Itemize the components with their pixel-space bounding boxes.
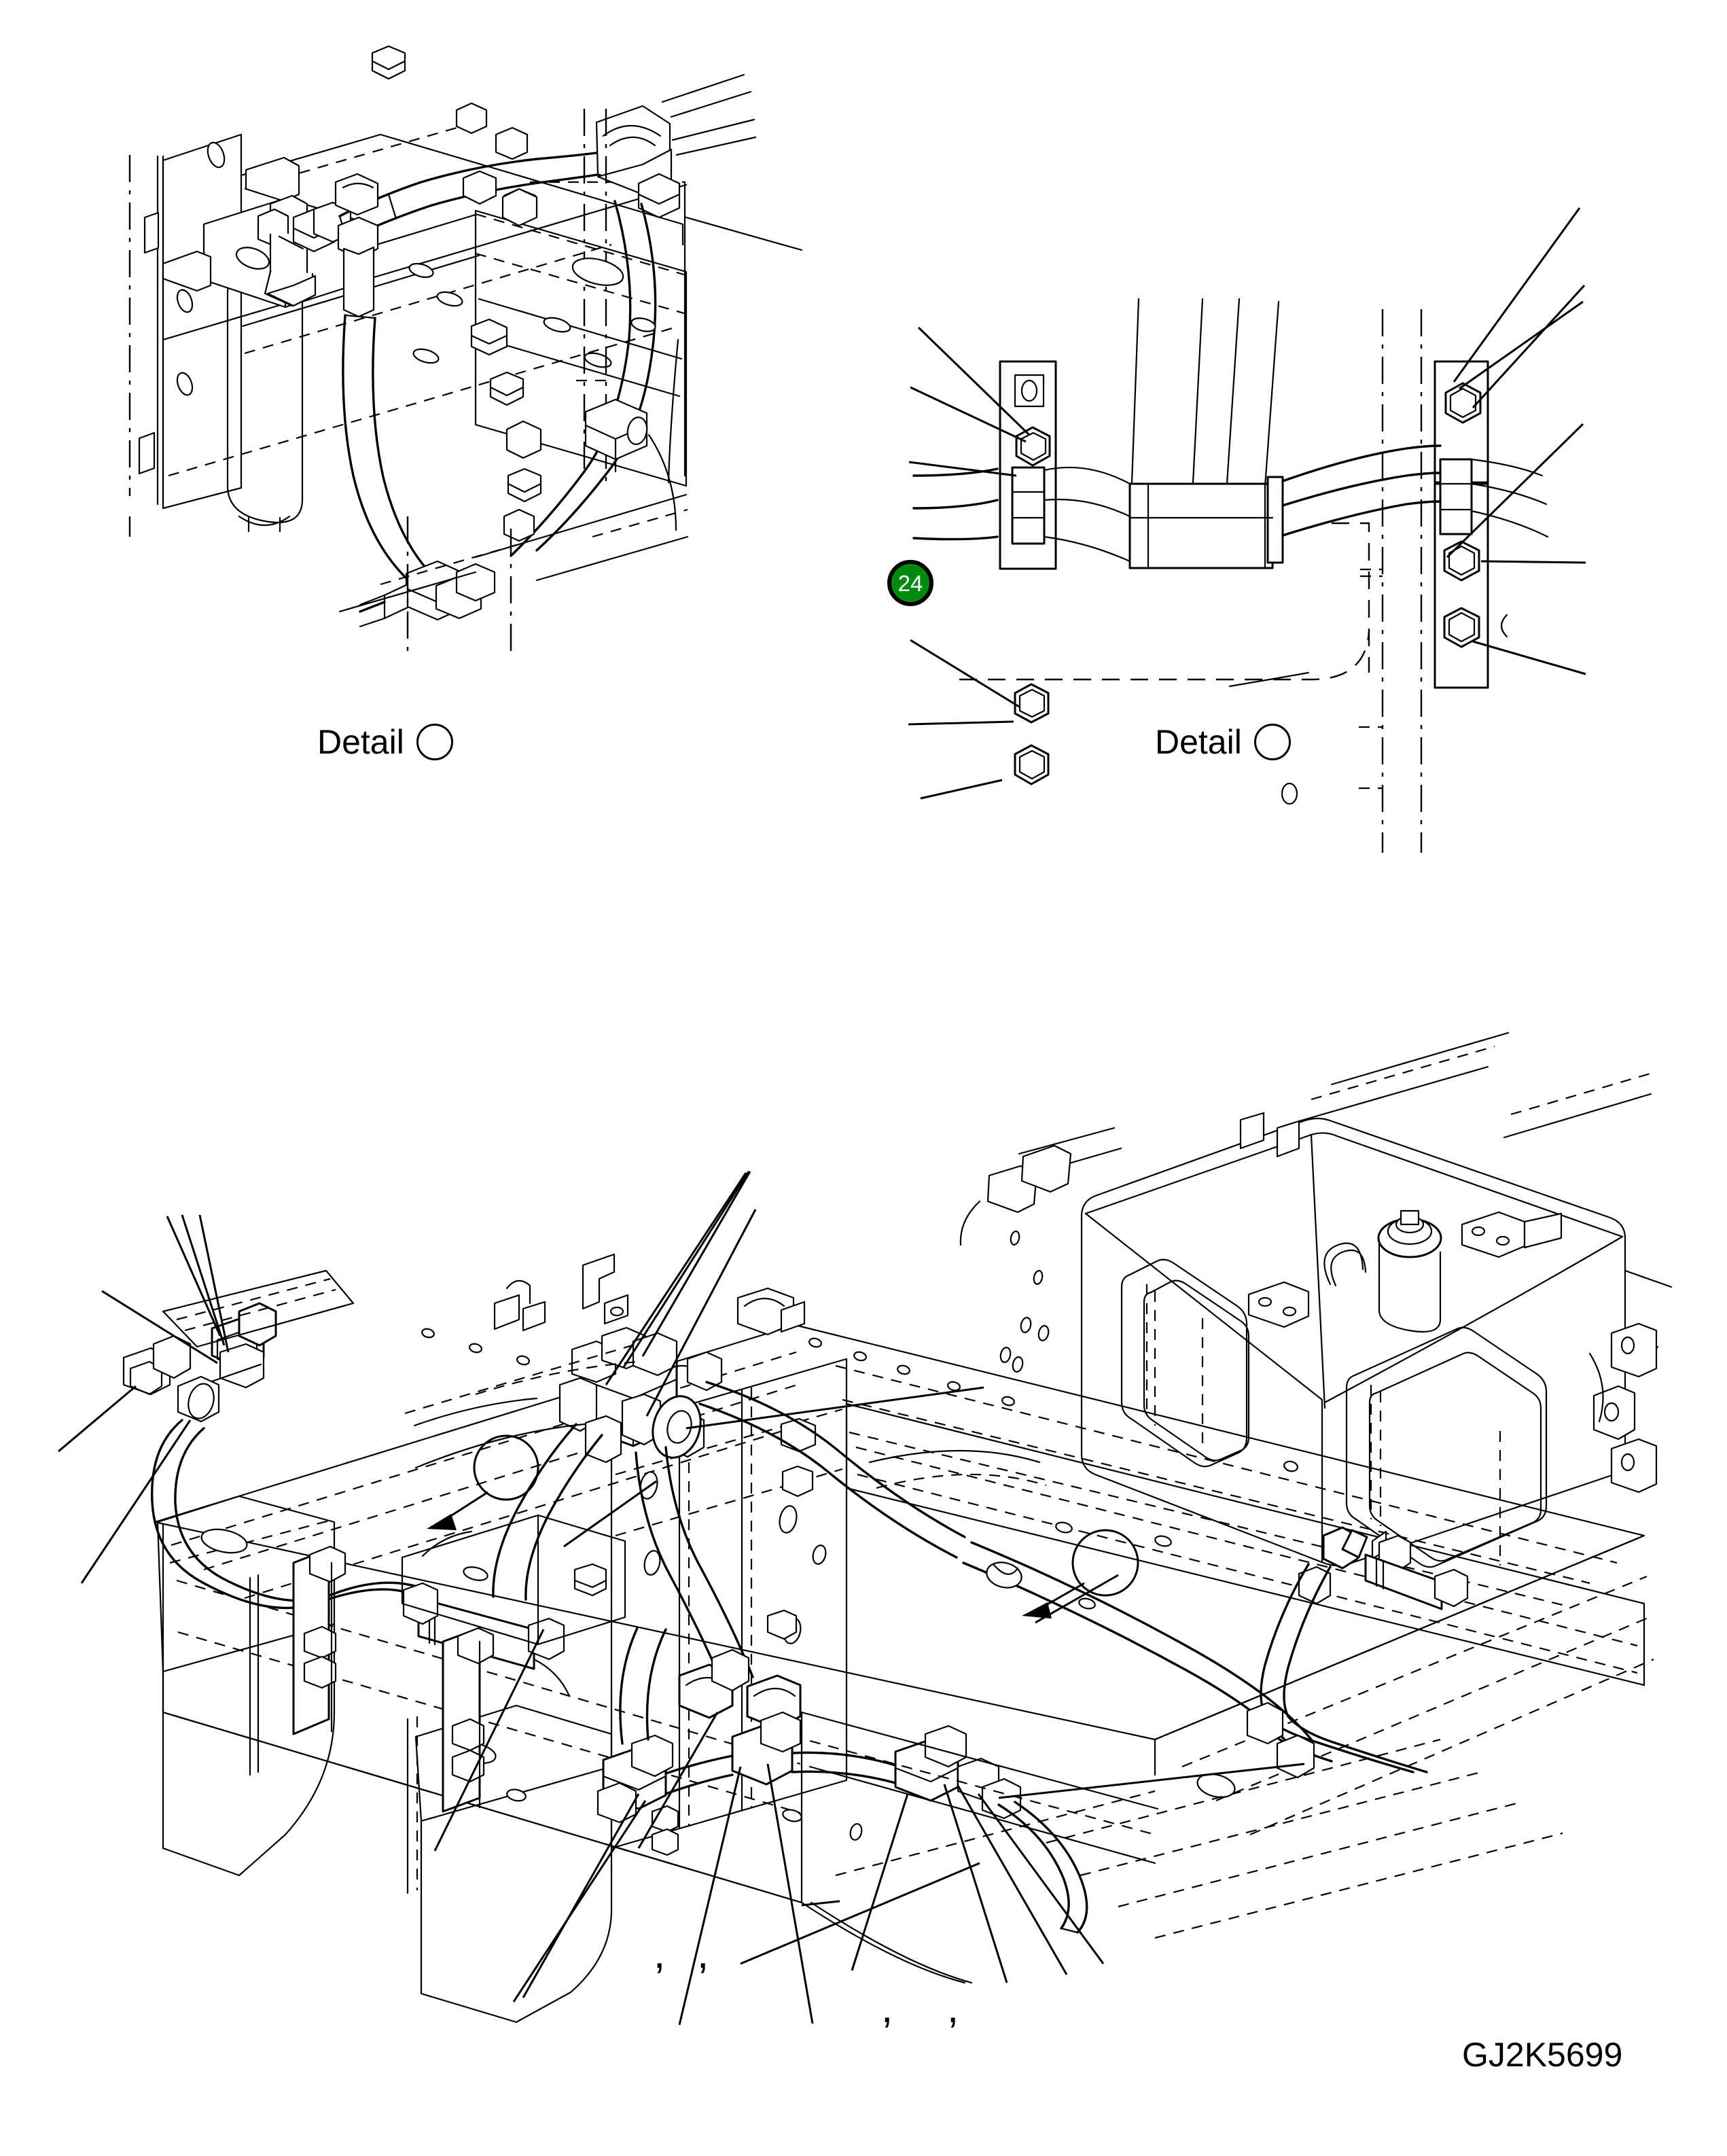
detail-view-upper-right xyxy=(908,207,1586,853)
part-balloon-24[interactable]: 24 xyxy=(887,560,933,606)
detail-view-upper-left xyxy=(128,45,803,652)
detail-label-left-text: Detail xyxy=(317,723,404,761)
drawing-number: GJ2K5699 xyxy=(1462,2036,1623,2074)
detail-callout-right: Detail xyxy=(1155,722,1291,762)
main-assembly-view xyxy=(58,1031,1673,2026)
comma-mark: , xyxy=(697,1930,709,1977)
detail-balloon-right xyxy=(1253,724,1291,760)
detail-label-right-text: Detail xyxy=(1155,723,1242,761)
comma-mark: , xyxy=(947,1985,959,2032)
detail-callout-left: Detail xyxy=(317,722,453,762)
comma-mark: , xyxy=(881,1985,893,2032)
detail-balloon-left xyxy=(416,724,453,760)
part-balloon-24-number: 24 xyxy=(897,570,923,596)
comma-mark: , xyxy=(654,1930,666,1977)
